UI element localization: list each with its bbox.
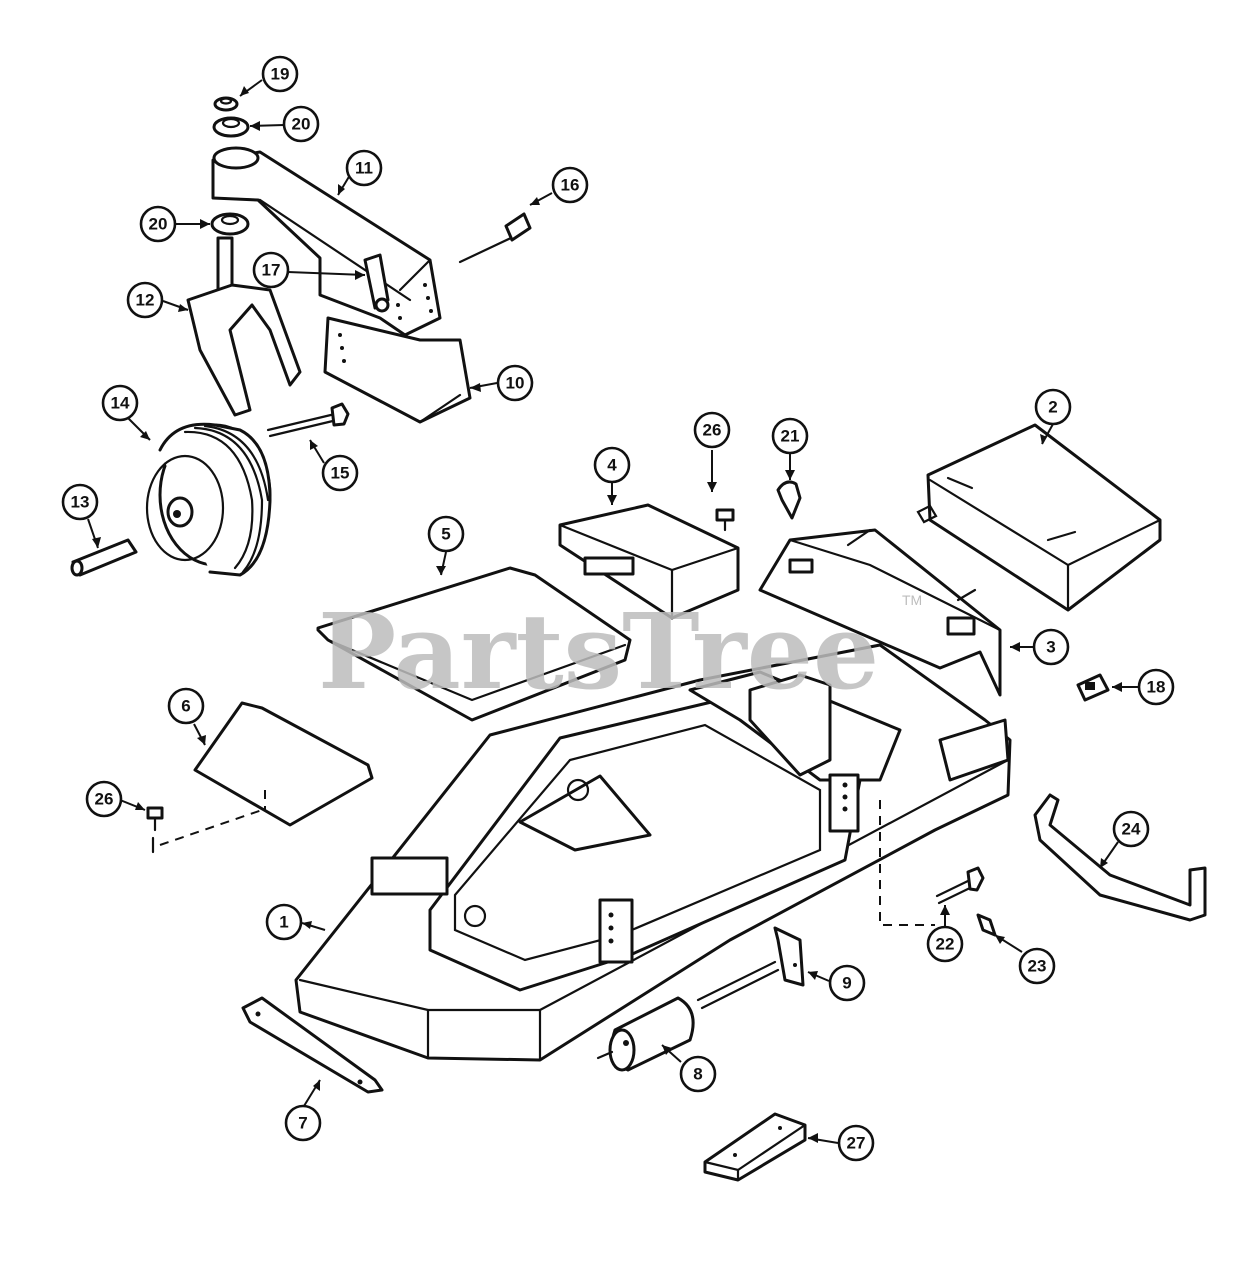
callout-3: 3 [1032,628,1070,666]
svg-text:19: 19 [271,65,290,84]
part-23-washer [976,913,997,937]
svg-text:12: 12 [136,291,155,310]
callout-10: 10 [496,364,534,402]
part-26-bolt-top [715,508,735,532]
part-14-wheel [145,422,272,577]
svg-text:18: 18 [1147,678,1166,697]
watermark-text: PartsTree [318,590,879,713]
callout-4: 4 [593,446,631,484]
part-13-pin [70,538,138,577]
callout-24: 24 [1112,810,1150,848]
svg-text:11: 11 [355,159,373,178]
part-7-bracket [241,996,384,1094]
callout-15: 15 [321,454,359,492]
svg-text:20: 20 [292,115,311,134]
part-27-block [703,1112,807,1182]
callout-1: 1 [265,903,303,941]
svg-text:16: 16 [561,176,580,195]
svg-text:1: 1 [279,913,288,932]
part-9-axle-bracket [696,926,805,1010]
svg-text:27: 27 [847,1134,866,1153]
part-5-plate [316,566,632,722]
callout-7: 7 [284,1104,322,1142]
part-15-bolt [266,402,350,438]
svg-text:24: 24 [1122,820,1141,839]
svg-text:9: 9 [842,974,851,993]
callout-8: 8 [679,1055,717,1093]
callout-27: 27 [837,1124,875,1162]
svg-text:14: 14 [111,394,130,413]
callout-20-bottom: 20 [139,205,177,243]
svg-text:8: 8 [693,1065,702,1084]
callout-19: 19 [261,55,299,93]
callout-17: 17 [252,251,290,289]
svg-text:3: 3 [1046,638,1055,657]
part-2-shield [916,423,1162,612]
svg-text:17: 17 [262,261,281,280]
callout-18: 18 [1137,668,1175,706]
leader-lines [87,79,1138,1144]
callout-14: 14 [101,384,139,422]
part-4-box [558,503,740,620]
svg-text:21: 21 [781,427,800,446]
svg-text:5: 5 [441,525,450,544]
part-26-bolt-left [146,806,263,854]
part-19-bearing [213,96,239,112]
part-20-bearing-top [212,116,250,138]
svg-text:7: 7 [298,1114,307,1133]
part-18-clip [1076,673,1110,702]
svg-text:26: 26 [95,790,114,809]
watermark-trademark: TM [902,592,922,608]
callout-5: 5 [427,515,465,553]
part-deck [294,643,1012,1062]
svg-text:2: 2 [1048,398,1057,417]
watermark: PartsTree TM [318,590,922,713]
part-20-bearing-bottom [210,212,250,236]
callout-12: 12 [126,281,164,319]
callout-6: 6 [167,687,205,725]
svg-text:15: 15 [331,464,350,483]
callout-26-top: 26 [693,411,731,449]
svg-text:22: 22 [936,935,955,954]
callout-11: 11 [345,149,383,187]
part-24-bracket [1033,793,1207,922]
svg-text:6: 6 [181,697,190,716]
callout-2: 2 [1034,388,1072,426]
svg-text:23: 23 [1028,957,1047,976]
callout-9: 9 [828,964,866,1002]
part-21-clip [776,480,802,520]
callout-23: 23 [1018,947,1056,985]
part-6-plate [193,701,374,827]
part-3-cover [758,528,1002,697]
callout-16: 16 [551,166,589,204]
callout-13: 13 [61,483,99,521]
part-16-pin [458,212,532,264]
part-10-housing [323,316,472,424]
part-12-fork [186,236,302,417]
svg-text:4: 4 [607,456,617,475]
part-17-clip [363,253,390,313]
svg-text:26: 26 [703,421,722,440]
callout-21: 21 [771,417,809,455]
svg-text:20: 20 [149,215,168,234]
callout-26-left: 26 [85,780,123,818]
part-22-bolt [935,866,985,905]
svg-text:10: 10 [506,374,525,393]
svg-text:13: 13 [71,493,90,512]
part-8-roller [596,996,695,1072]
callout-22: 22 [926,925,964,963]
callout-20-top: 20 [282,105,320,143]
